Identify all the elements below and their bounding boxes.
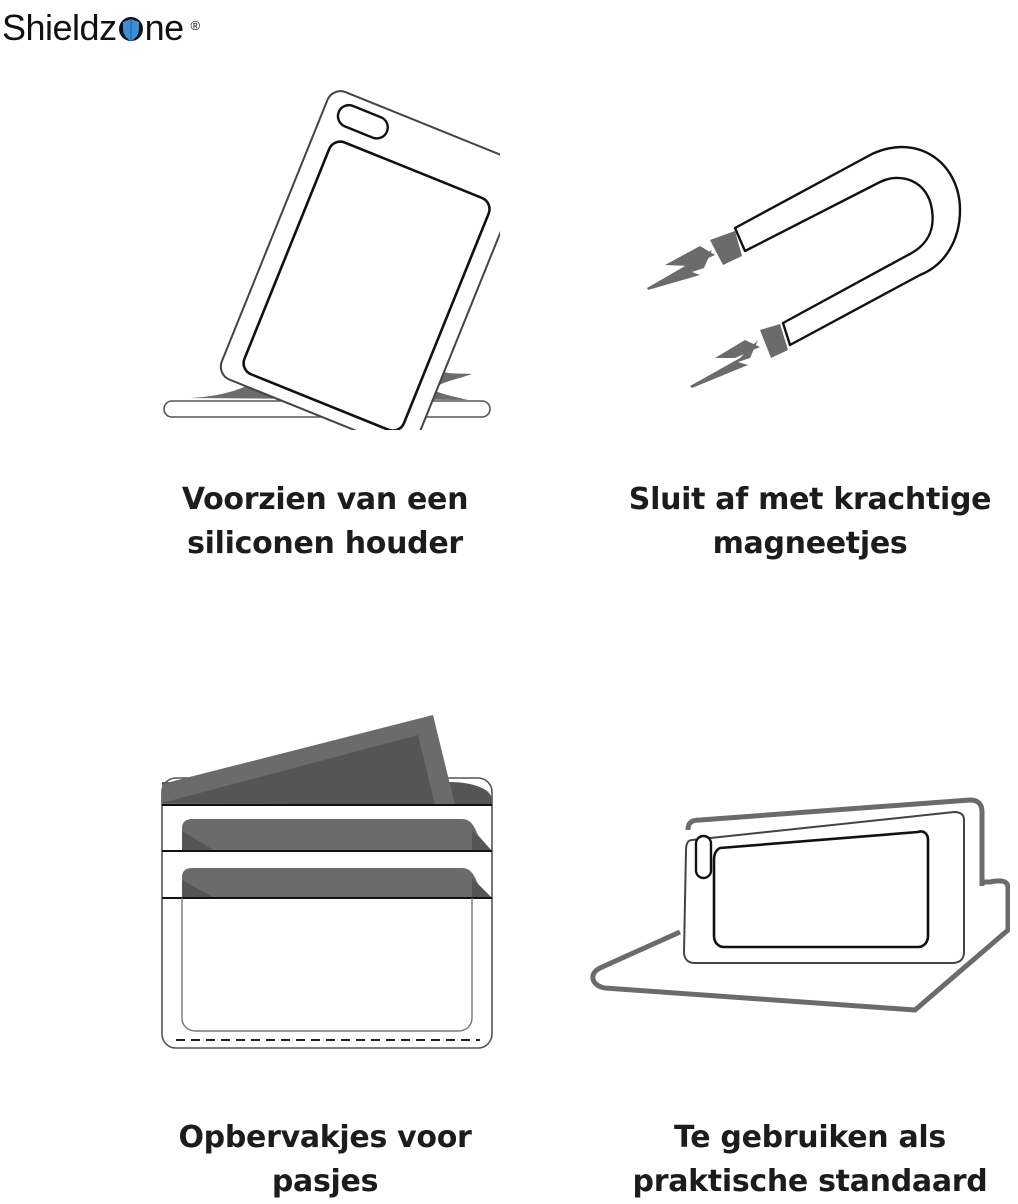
brand-name-left: Shieldz (2, 7, 117, 48)
registered-mark: ® (190, 18, 201, 33)
card-slots-icon (161, 715, 493, 1049)
feature-caption-magnets: Sluit af met krachtige magneetjes (600, 478, 1018, 566)
brand-logo: Shieldz ne ® (2, 6, 201, 50)
caption-line: pasjes (271, 1164, 379, 1199)
caption-line: Sluit af met krachtige (628, 482, 992, 517)
caption-line: Opbervakjes voor (178, 1120, 472, 1155)
stand-icon (590, 797, 1010, 1013)
caption-line: Te gebruiken als (674, 1120, 946, 1155)
brand-name-right-text: ne (144, 7, 185, 48)
magnet-icon (647, 145, 962, 388)
shield-icon (118, 17, 143, 41)
caption-line: magneetjes (712, 526, 908, 561)
brand-name-right: ne ® (144, 6, 201, 50)
feature-caption-silicone-holder: Voorzien van een siliconen houder (140, 478, 510, 566)
phone-drop-icon (163, 90, 500, 430)
caption-line: Voorzien van een (181, 482, 469, 517)
feature-caption-stand: Te gebruiken als praktische standaard (600, 1116, 1018, 1204)
caption-line: praktische standaard (632, 1164, 988, 1199)
feature-caption-card-slots: Opbervakjes voor pasjes (140, 1116, 510, 1204)
caption-line: siliconen houder (187, 526, 463, 561)
